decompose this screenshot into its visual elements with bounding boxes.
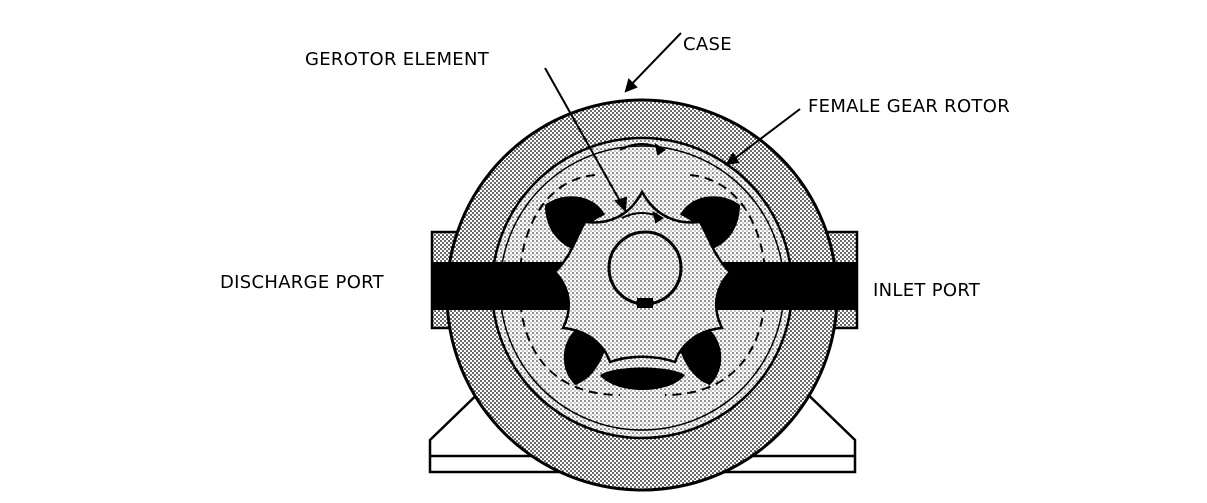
port-dashed-outline (518, 174, 767, 396)
label-discharge-port: DISCHARGE PORT (220, 272, 385, 293)
label-female-gear-rotor: FEMALE GEAR ROTOR (808, 96, 1010, 117)
label-inlet-port: INLET PORT (873, 280, 981, 301)
leader-lines (544, 32, 801, 213)
fluid-cavities (432, 196, 857, 390)
label-gerotor-element: GEROTOR ELEMENT (305, 49, 490, 70)
label-case: CASE (683, 34, 732, 55)
drive-shaft (607, 230, 683, 308)
rotation-arrows (619, 142, 666, 224)
